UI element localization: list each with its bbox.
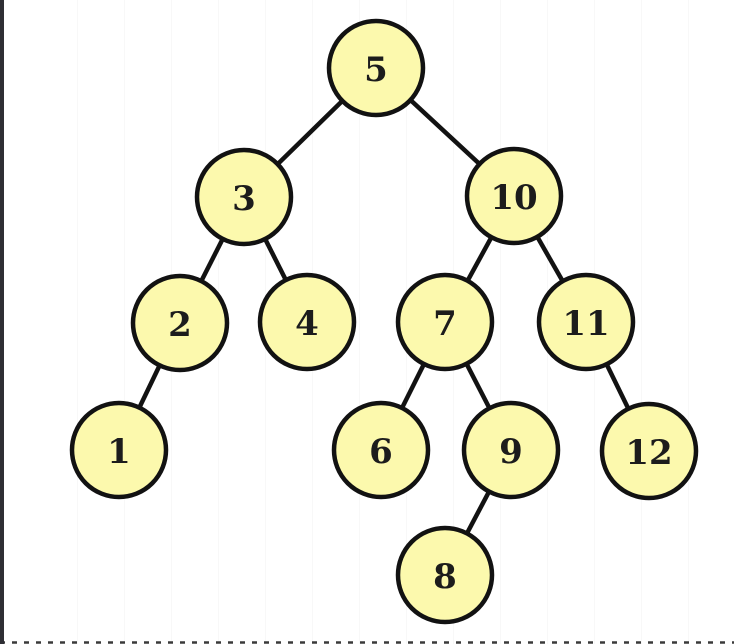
tree-node-5: 5 (326, 18, 426, 118)
tree-node-12: 12 (599, 401, 699, 501)
tree-node-label-5: 5 (364, 50, 388, 90)
tree-node-label-6: 6 (369, 432, 393, 472)
left-border-bar (0, 0, 4, 644)
tree-node-10: 10 (464, 146, 564, 246)
tree-node-label-4: 4 (295, 304, 319, 344)
tree-node-label-11: 11 (562, 304, 609, 344)
tree-node-label-3: 3 (232, 179, 256, 219)
tree-node-circle-8 (395, 525, 495, 625)
tree-node-circle-7 (395, 272, 495, 372)
tree-node-7: 7 (395, 272, 495, 372)
tree-node-label-10: 10 (490, 178, 537, 218)
tree-node-circle-10 (464, 146, 564, 246)
tree-node-8: 8 (395, 525, 495, 625)
tree-node-circle-4 (257, 272, 357, 372)
tree-node-label-9: 9 (499, 432, 523, 472)
tree-node-circle-5 (326, 18, 426, 118)
tree-node-circle-6 (331, 400, 431, 500)
tree-node-1: 1 (69, 400, 169, 500)
tree-node-circle-1 (69, 400, 169, 500)
tree-node-label-12: 12 (625, 433, 672, 473)
tree-node-label-7: 7 (433, 304, 457, 344)
tree-node-circle-2 (130, 273, 230, 373)
tree-node-11: 11 (536, 272, 636, 372)
tree-node-9: 9 (461, 400, 561, 500)
tree-node-circle-3 (194, 147, 294, 247)
tree-node-label-2: 2 (168, 305, 192, 345)
tree-node-circle-11 (536, 272, 636, 372)
tree-node-label-8: 8 (433, 557, 457, 597)
tree-node-2: 2 (130, 273, 230, 373)
tree-node-3: 3 (194, 147, 294, 247)
tree-node-4: 4 (257, 272, 357, 372)
tree-node-circle-12 (599, 401, 699, 501)
tree-node-label-1: 1 (107, 432, 131, 472)
tree-node-6: 6 (331, 400, 431, 500)
tree-node-circle-9 (461, 400, 561, 500)
